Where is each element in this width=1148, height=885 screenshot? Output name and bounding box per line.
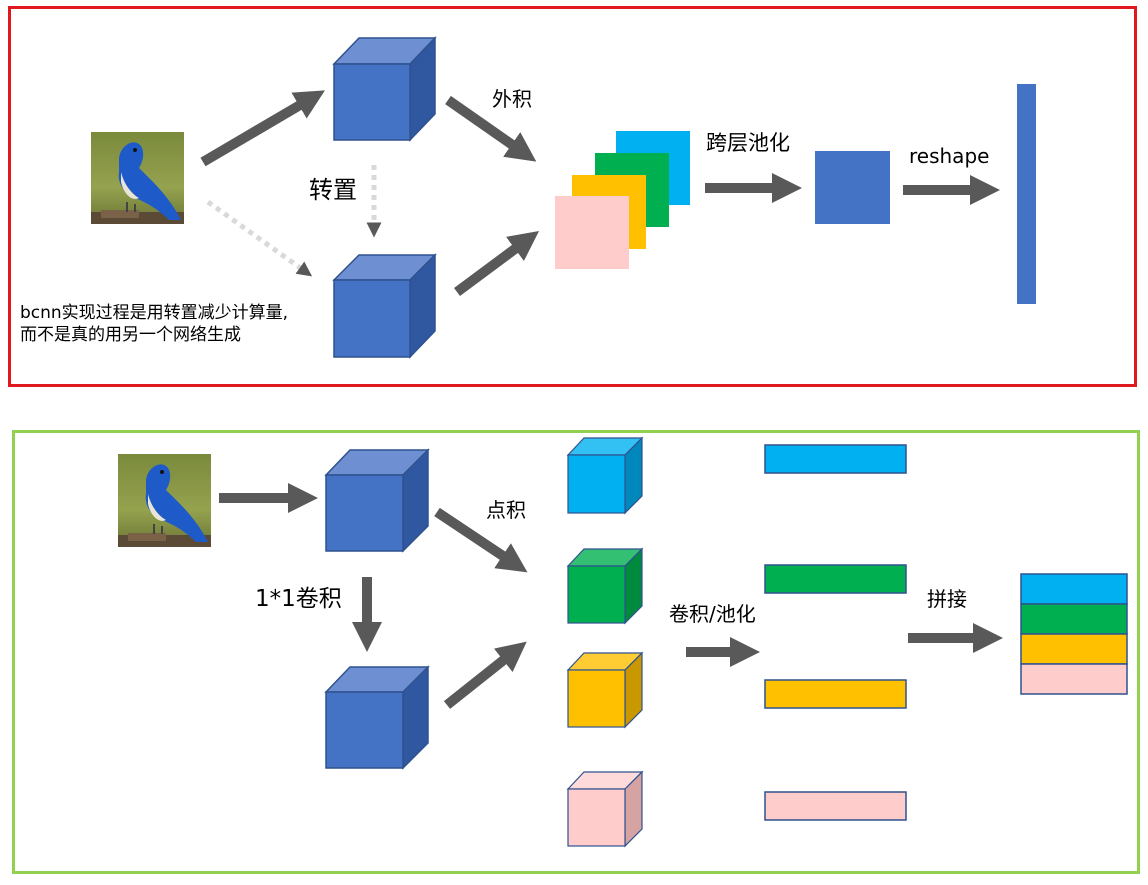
arrow-cube-b-to-stack <box>454 231 540 297</box>
feature-cube-b-transposed <box>332 253 437 359</box>
arrow-cube-c-to-products <box>434 507 528 573</box>
bcnn-note-line-2: 而不是真的用另一个网络生成 <box>20 325 241 345</box>
pooled-bar-pink <box>764 791 907 821</box>
bird-image-2 <box>118 454 211 547</box>
bcnn-note-line-1: bcnn实现过程是用转置减少计算量, <box>20 303 289 323</box>
concatenated-stack <box>1020 573 1128 695</box>
label-concat: 拼接 <box>927 587 967 611</box>
label-cross-layer-pooling: 跨层池化 <box>706 131 790 155</box>
label-conv-pool: 卷积/池化 <box>669 602 756 626</box>
pooled-bar-yellow <box>764 679 907 709</box>
top-panel-bcnn <box>8 6 1137 387</box>
dot-product-cube-cyan <box>566 436 644 515</box>
pooled-bar-green <box>764 564 907 594</box>
feature-cube-c <box>324 448 430 553</box>
bcnn-note: bcnn实现过程是用转置减少计算量, 而不是真的用另一个网络生成 <box>20 302 288 346</box>
label-reshape: reshape <box>909 144 990 168</box>
arrow-bird-to-cube-a <box>200 90 325 167</box>
bird-image <box>91 132 184 224</box>
feature-cube-a <box>332 36 437 142</box>
label-transpose: 转置 <box>309 176 357 204</box>
pooled-square <box>815 151 890 224</box>
dot-product-cube-green <box>566 547 644 625</box>
label-conv1x1: 1*1卷积 <box>255 586 342 612</box>
reshaped-vector <box>1017 84 1036 304</box>
dot-product-cube-yellow <box>566 651 644 729</box>
dot-product-cube-pink <box>566 770 644 848</box>
arrow-cube-d-to-products <box>443 641 527 709</box>
bottom-panel-multi-branch <box>12 430 1140 874</box>
arrow-bird-to-cube-b-dotted <box>206 199 313 277</box>
outer-product-stack <box>555 131 690 269</box>
label-dot-product: 点积 <box>486 498 526 522</box>
label-outer-product: 外积 <box>492 87 532 111</box>
arrow-cube-a-to-stack <box>445 95 537 162</box>
feature-cube-d <box>324 665 430 770</box>
pooled-bar-cyan <box>764 444 907 474</box>
